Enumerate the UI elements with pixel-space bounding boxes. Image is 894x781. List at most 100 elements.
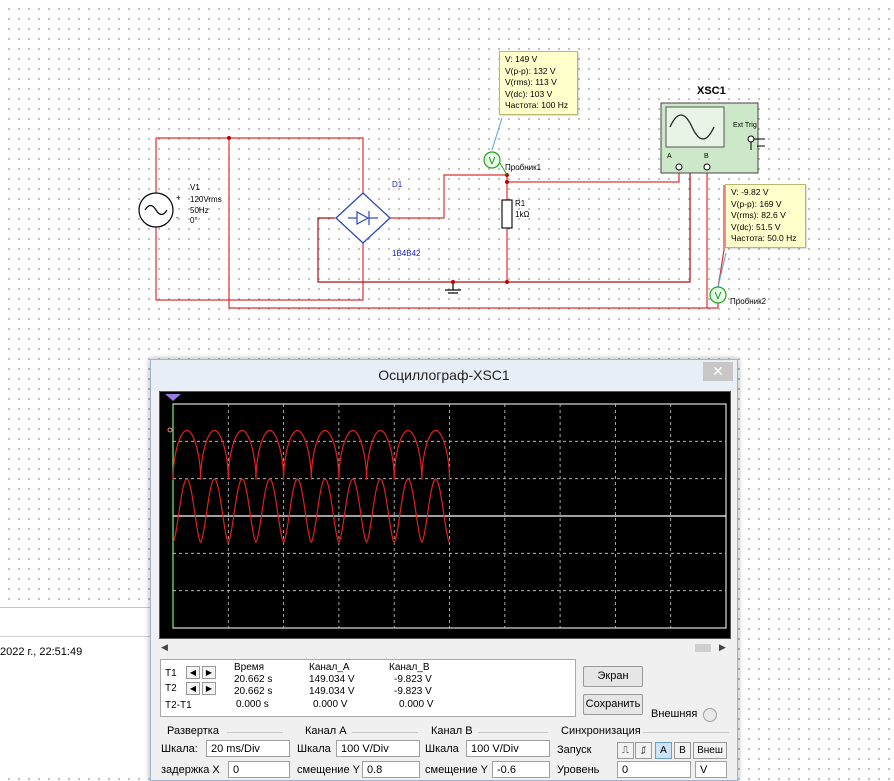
probe1-line: V(rms): 113 V — [505, 77, 557, 87]
probe2-line: V(dc): 51.5 V — [731, 221, 781, 232]
t2-channel-a: 149.034 V — [309, 686, 355, 697]
horizontal-scrollbar[interactable]: ◀ ▶ — [161, 642, 726, 652]
col-channel-b: Канал_B — [389, 662, 430, 673]
source-phase: 0° — [190, 216, 198, 225]
trigger-source-a-button[interactable]: A — [655, 742, 672, 759]
probe2-line: V(rms): 82.6 V — [731, 210, 786, 220]
trigger-source-b-button[interactable]: B — [674, 742, 691, 759]
delta-time: 0.000 s — [236, 699, 269, 710]
t2-channel-b: -9.823 V — [394, 686, 432, 697]
channel-a-offset-label: смещение Y — [297, 764, 360, 776]
bridge-rectifier-symbol[interactable] — [335, 192, 391, 244]
probe1-line: V(dc): 103 V — [505, 88, 553, 99]
external-label: Внешняя — [651, 708, 698, 720]
ac-source-symbol[interactable] — [138, 192, 174, 228]
probe1-icon[interactable]: V — [483, 117, 508, 176]
row-label-t2-t1: T2-T1 — [165, 700, 192, 711]
resistor-value: 1kΩ — [515, 210, 530, 219]
cursor-readout: Время Канал_A Канал_B T1 ◀ ▶ 20.662 s 14… — [160, 659, 576, 717]
probe1-line: Частота: 100 Hz — [505, 100, 569, 110]
channel-b-offset-field[interactable]: -0.6 — [492, 761, 550, 778]
svg-text:V: V — [715, 291, 722, 302]
oscilloscope-window: Осциллограф-XSC1 ✕ ◀ ▶ Время Канал_A Кан… — [150, 359, 738, 781]
screen-button[interactable]: Экран — [583, 666, 643, 687]
trace-channel-a — [172, 429, 451, 480]
scope-plot — [165, 394, 727, 629]
external-indicator[interactable] — [703, 708, 717, 722]
channel-b-title: Канал B — [431, 725, 473, 737]
probe1-label: Пробник1 — [505, 163, 542, 172]
trigger-start-label: Запуск — [557, 744, 592, 756]
channel-a-offset-field[interactable]: 0.8 — [362, 761, 420, 778]
trigger-level-field[interactable]: 0 — [617, 761, 691, 778]
trigger-falling-edge-button[interactable]: ⎎ — [635, 742, 652, 759]
t1-right-button[interactable]: ▶ — [202, 666, 216, 679]
wires-dark — [317, 168, 691, 283]
t2-left-button[interactable]: ◀ — [186, 682, 200, 695]
scope-pin-b: B — [704, 153, 709, 160]
t1-time: 20.662 s — [234, 674, 273, 685]
delay-x-field[interactable]: 0 — [228, 761, 290, 778]
scope-ext-trig: Ext Trig — [733, 122, 757, 129]
channel-b-scale-field[interactable]: 100 V/Div — [466, 740, 550, 757]
source-plus: + — [176, 193, 181, 202]
trigger-level-unit[interactable]: V — [695, 761, 727, 778]
timebase-scale-label: Шкала: — [161, 743, 198, 755]
t1-left-button[interactable]: ◀ — [186, 666, 200, 679]
scope-ref: XSC1 — [697, 85, 726, 97]
probe2-icon[interactable]: V — [709, 252, 727, 304]
t2-right-button[interactable]: ▶ — [202, 682, 216, 695]
window-titlebar[interactable]: Осциллограф-XSC1 ✕ — [151, 360, 737, 390]
channel-b-scale-label: Шкала — [425, 743, 459, 755]
resistor-ref: R1 — [515, 199, 526, 208]
channel-a-scale-label: Шкала — [297, 743, 331, 755]
bridge-model: 1B4B42 — [392, 249, 421, 258]
source-voltage: 120Vrms — [190, 195, 222, 204]
delta-channel-b: 0.000 V — [399, 699, 434, 710]
scope-pin-a: A — [667, 153, 672, 160]
trigger-source-ext-button[interactable]: Внеш — [693, 742, 727, 759]
window-title: Осциллограф-XSC1 — [378, 367, 510, 383]
row-label-t1: T1 — [165, 668, 177, 679]
delay-x-label: задержка X — [161, 764, 220, 776]
probe2-label: Пробник2 — [730, 297, 767, 306]
source-frequency: 50Hz — [190, 206, 209, 215]
cursor-t1-marker — [165, 394, 181, 401]
channel-a-scale-field[interactable]: 100 V/Div — [336, 740, 420, 757]
probe2-line: V(p-p): 169 V — [731, 198, 782, 209]
timestamp: 2022 г., 22:51:49 — [0, 646, 83, 658]
probe1-readout: V: 149 V V(p-p): 132 V V(rms): 113 V V(d… — [499, 51, 578, 115]
delta-channel-a: 0.000 V — [313, 699, 348, 710]
t1-channel-a: 149.034 V — [309, 674, 355, 685]
trigger-rising-edge-button[interactable]: ⎍ — [617, 742, 634, 759]
trace-channel-b — [172, 478, 450, 543]
close-button[interactable]: ✕ — [703, 362, 733, 381]
trigger-title: Синхронизация — [561, 725, 641, 737]
oscilloscope-instrument-icon[interactable] — [660, 102, 765, 174]
channel-a-title: Канал A — [305, 725, 347, 737]
col-time: Время — [234, 662, 265, 673]
source-minus: - — [176, 213, 179, 222]
svg-text:V: V — [489, 156, 496, 167]
t1-channel-b: -9.823 V — [394, 674, 432, 685]
row-label-t2: T2 — [165, 683, 177, 694]
resistor-symbol[interactable] — [501, 199, 513, 229]
t2-time: 20.662 s — [234, 686, 273, 697]
source-ref: V1 — [190, 183, 200, 192]
timebase-scale-field[interactable]: 20 ms/Div — [206, 740, 290, 757]
probe2-line: Частота: 50.0 Hz — [731, 233, 797, 243]
circuit-schematic: V V — [138, 102, 765, 309]
timebase-title: Развертка — [167, 725, 219, 737]
probe1-line: V: 149 V — [505, 54, 538, 64]
bridge-ref: D1 — [392, 180, 403, 189]
bottom-panel — [0, 607, 155, 773]
probe2-readout: V: -9.82 V V(p-p): 169 V V(rms): 82.6 V … — [725, 184, 806, 248]
trigger-level-label: Уровень — [557, 764, 600, 776]
channel-b-offset-label: смещение Y — [425, 764, 488, 776]
scope-screen[interactable] — [159, 391, 731, 639]
save-button[interactable]: Сохранить — [583, 694, 643, 715]
probe1-line: V(p-p): 132 V — [505, 65, 556, 76]
scope-grid — [172, 403, 727, 629]
probe2-line: V: -9.82 V — [731, 187, 769, 197]
col-channel-a: Канал_A — [309, 662, 350, 673]
